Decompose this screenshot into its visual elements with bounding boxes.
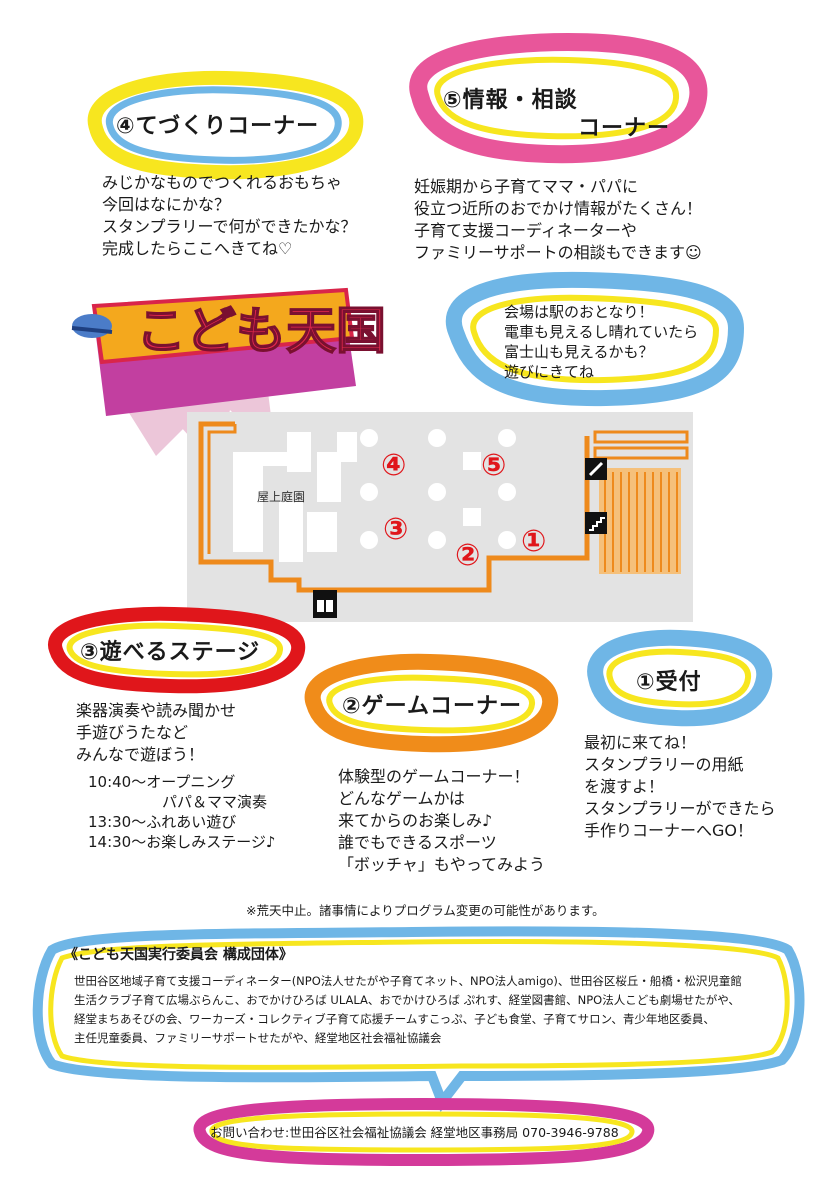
corner1-line: スタンプラリーができたら: [584, 799, 776, 818]
map-marker-1: ①: [521, 524, 547, 559]
corner1-line: 手作りコーナーへGO！: [584, 821, 753, 840]
corner3-title: ③遊べるステージ: [80, 640, 261, 665]
committee-line: 主任児童委員、ファミリーサポートせたがや、経堂地区社会福祉協議会: [74, 1031, 442, 1045]
corner1-line: 最初に来てね！: [584, 733, 697, 752]
corner2-title: ②ゲームコーナー: [342, 694, 522, 719]
schedule-item: パパ＆ママ演奏: [162, 793, 268, 811]
stairs-area: [593, 430, 689, 574]
corner4-description: みじかなものでつくれるおもちゃ 今回はなにかな？ スタンプラリーで何ができたかな…: [102, 172, 357, 260]
committee-line: 経堂まちあそびの会、ワーカーズ・コレクティブ子育て応援チームすこっぷ、子ども食堂…: [74, 1012, 715, 1026]
corner3-line: みんなで遊ぼう！: [76, 745, 205, 764]
corner2-line: 「ボッチャ」もやってみよう: [338, 855, 546, 874]
cap-icon: [71, 314, 113, 338]
corner4-line: 完成したらここへきてね♡: [102, 239, 293, 258]
corner2-line: 体験型のゲームコーナー！: [338, 767, 530, 786]
corner2-title-bubble: [304, 653, 559, 753]
corner5-description: 妊娠期から子育てママ・パパに 役立つ近所のおでかけ情報がたくさん！ 子育て支援コ…: [414, 176, 702, 264]
corner5-title-line2: コーナー: [578, 116, 671, 141]
corner1-line: を渡すよ！: [584, 777, 665, 796]
map-outline: [198, 421, 590, 593]
logo-text: こども天国: [136, 302, 386, 360]
map-graphics: [198, 421, 689, 618]
committee-line: 生活クラブ子育て広場ぶらんこ、おでかけひろば ULALA、おでかけひろば ぷれす…: [74, 993, 740, 1007]
venue-line: 会場は駅のおとなり！: [504, 303, 654, 321]
committee-line: 世田谷区地域子育て支援コーディネーター(NPO法人せたがや子育てネット、NPO法…: [74, 974, 742, 988]
committee-title: 《こども天国実行委員会 構成団体》: [64, 947, 293, 963]
committee-cloud-bubble: [32, 926, 805, 1113]
schedule-item: 13:30～ふれあい遊び: [88, 813, 237, 831]
garden-maze: [233, 432, 357, 562]
committee-members: 世田谷区地域子育て支援コーディネーター(NPO法人せたがや子育てネット、NPO法…: [74, 972, 742, 1048]
corner1-description: 最初に来てね！ スタンプラリーの用紙 を渡すよ！ スタンプラリーができたら 手作…: [584, 732, 776, 842]
corner2-description: 体験型のゲームコーナー！ どんなゲームかは 来てからのお楽しみ♪ 誰でもできるス…: [338, 766, 545, 876]
map-marker-4: ④: [381, 448, 407, 483]
weather-notice: ※荒天中止。諸事情によりプログラム変更の可能性があります。: [246, 903, 605, 918]
corner5-line: 役立つ近所のおでかけ情報がたくさん！: [414, 199, 703, 218]
corner2-line: 誰でもできるスポーツ: [338, 833, 497, 852]
corner5-line: 子育て支援コーディネーターや: [414, 221, 637, 240]
map-marker-3: ③: [383, 512, 409, 547]
corner4-line: みじかなものでつくれるおもちゃ: [102, 173, 343, 192]
corner2-line: 来てからのお楽しみ♪: [338, 811, 493, 830]
corner3-line: 手遊びうたなど: [76, 723, 189, 742]
garden-label: 屋上庭園: [257, 490, 306, 504]
venue-cloud-bubble: [446, 271, 745, 407]
corner5-line: 妊娠期から子育てママ・パパに: [414, 177, 639, 196]
corner1-title: ①受付: [636, 670, 702, 695]
corner3-title-bubble: [48, 606, 306, 694]
logo-face: [91, 287, 355, 365]
venue-line: 富士山も見えるかも？: [504, 343, 654, 361]
corner1-title-bubble: [587, 629, 773, 727]
corner5-title-bubble: [409, 32, 708, 164]
map-marker-5: ⑤: [481, 448, 507, 483]
venue-map: 屋上庭園 ④ ⑤ ③ ② ①: [187, 412, 693, 622]
escalator-icon: [585, 458, 607, 480]
corner5-line: ファミリーサポートの相談もできます☺: [414, 243, 702, 262]
venue-line: 電車も見えるし晴れていたら: [504, 323, 699, 341]
corner3-description: 楽器演奏や読み聞かせ 手遊びうたなど みんなで遊ぼう！: [76, 700, 236, 766]
corner4-line: スタンプラリーで何ができたかな？: [102, 217, 357, 236]
kodomo-tengoku-logo: こども天国: [71, 287, 387, 466]
elevator-icon: [313, 590, 337, 618]
corner5-title-line1: ⑤情報・相談: [443, 88, 578, 113]
stage-schedule: 10:40～オープニング パパ＆ママ演奏 13:30～ふれあい遊び 14:30～…: [88, 772, 276, 852]
contact-bubble: [193, 1097, 655, 1167]
corner1-line: スタンプラリーの用紙: [584, 755, 744, 774]
table-circles: [360, 429, 516, 549]
map-marker-2: ②: [455, 538, 481, 573]
schedule-item: 10:40～オープニング: [88, 773, 236, 791]
schedule-item: 14:30～お楽しみステージ♪: [88, 833, 276, 851]
stairs-icon: [585, 512, 607, 534]
map-inner-outline: [207, 424, 237, 554]
corner4-title: ④てづくりコーナー: [116, 114, 320, 139]
corner2-line: どんなゲームかは: [338, 789, 465, 808]
contact-info: お問い合わせ:世田谷区社会福祉協議会 経堂地区事務局 070-3946-9788: [210, 1125, 619, 1140]
venue-line: 遊びにきてね: [504, 363, 595, 381]
corner3-line: 楽器演奏や読み聞かせ: [76, 701, 237, 720]
corner4-line: 今回はなにかな？: [102, 195, 231, 214]
corner4-title-bubble: [87, 70, 364, 180]
venue-description: 会場は駅のおとなり！ 電車も見えるし晴れていたら 富士山も見えるかも？ 遊びにき…: [504, 302, 698, 382]
